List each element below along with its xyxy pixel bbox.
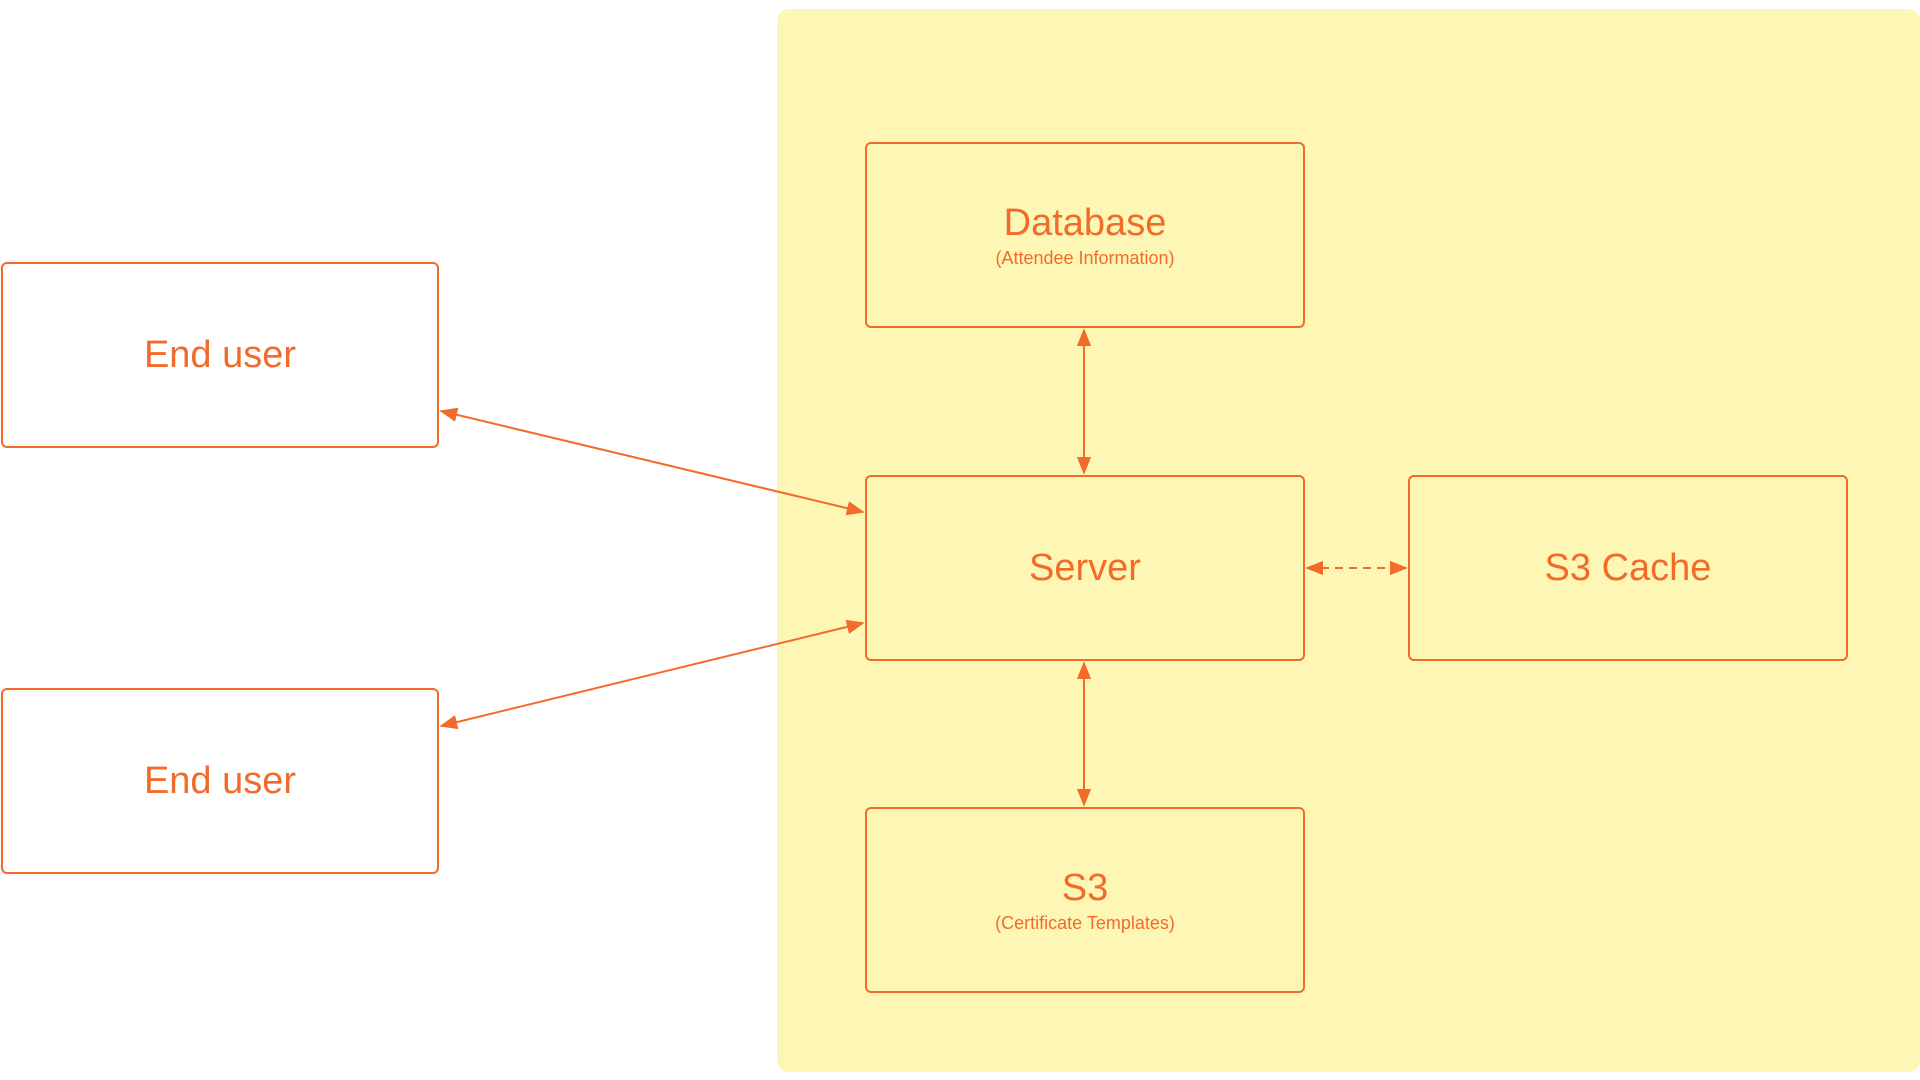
end-user-1-title: End user [143,334,297,376]
database-node[interactable]: Database (Attendee Information) [865,142,1305,328]
server-title: Server [1029,547,1141,589]
s3-subtitle: (Certificate Templates) [995,913,1175,933]
connector-enduser1-server [439,407,865,516]
s3-title: S3 [1061,867,1109,909]
s3-node[interactable]: S3 (Certificate Templates) [865,807,1305,993]
end-user-2-title: End user [143,760,297,802]
s3-cache-node[interactable]: S3 Cache [1408,475,1848,661]
connector-enduser2-server [439,619,865,730]
server-node[interactable]: Server [865,475,1305,661]
end-user-node-1[interactable]: End user [1,262,439,448]
end-user-node-2[interactable]: End user [1,688,439,874]
s3-cache-title: S3 Cache [1544,547,1712,589]
database-title: Database [1003,202,1167,244]
database-subtitle: (Attendee Information) [995,248,1175,268]
